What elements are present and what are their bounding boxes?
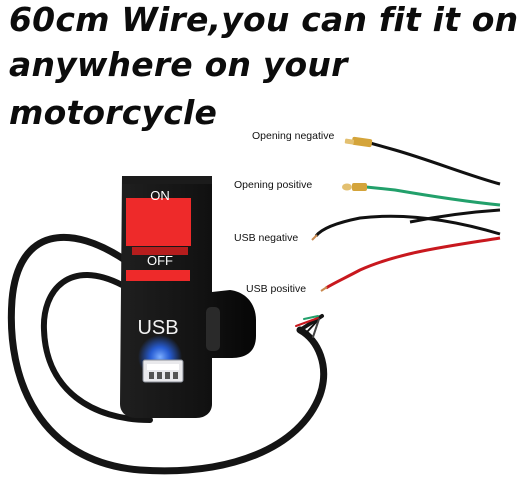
label-opening-positive: Opening positive bbox=[234, 179, 313, 191]
cable-loop bbox=[7, 233, 328, 475]
off-label: OFF bbox=[147, 253, 173, 268]
on-button[interactable] bbox=[126, 198, 191, 281]
wire-usb-positive bbox=[320, 236, 501, 292]
on-label: ON bbox=[150, 188, 170, 203]
headline-line-1: 60cm Wire,you can fit it on bbox=[9, 0, 518, 39]
usb-port bbox=[138, 335, 184, 383]
usb-label: USB bbox=[137, 317, 178, 339]
product-illustration: ON OFF USB bbox=[7, 136, 501, 475]
label-usb-negative: USB negative bbox=[234, 232, 299, 244]
headline-line-3: motorcycle bbox=[9, 93, 218, 132]
wire-opening-negative bbox=[344, 136, 501, 186]
wire-usb-negative bbox=[311, 214, 501, 241]
label-usb-positive: USB positive bbox=[246, 283, 307, 295]
headline-line-2: anywhere on your bbox=[9, 45, 348, 84]
cable-fan bbox=[295, 314, 324, 338]
wire-opening-positive bbox=[342, 183, 501, 224]
label-opening-negative: Opening negative bbox=[252, 130, 335, 142]
